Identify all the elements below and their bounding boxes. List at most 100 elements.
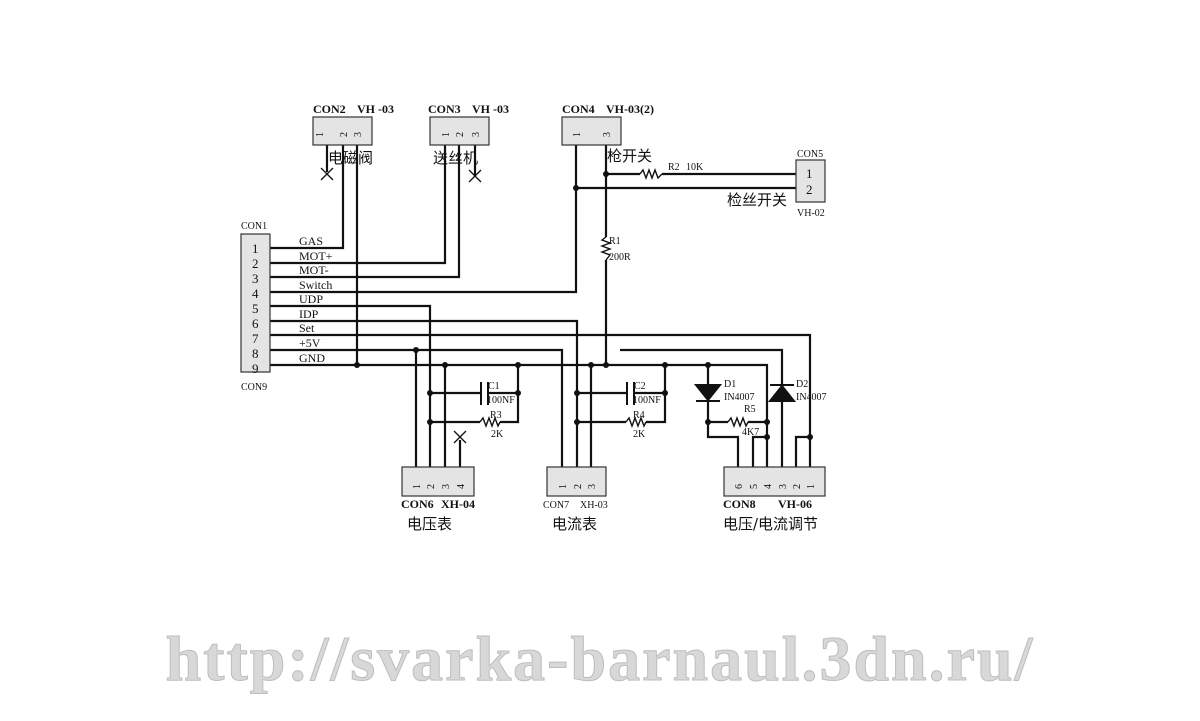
r5-ref: R5 <box>744 404 756 415</box>
con6-type: XH-04 <box>441 497 475 511</box>
watermark: http://svarka-barnaul.3dn.ru/ <box>166 623 1035 694</box>
con8-type: VH-06 <box>778 497 812 511</box>
r1-value: 200R <box>609 252 631 263</box>
con3-connector: CON3 VH -03 1 2 3 送丝机 <box>428 102 509 167</box>
d2-ref: D2 <box>796 379 808 390</box>
con4-connector: CON4 VH-03(2) 1 3 枪开关 <box>561 102 654 165</box>
con7-pin: 2 <box>573 484 584 489</box>
signal-label: MOT+ <box>299 249 333 263</box>
con1-pin: 9 <box>252 361 259 376</box>
con7-pin: 1 <box>558 484 569 489</box>
d1-value: IN4007 <box>724 392 755 403</box>
r2-symbol <box>639 168 663 180</box>
con8-pin: 5 <box>749 484 760 489</box>
con4-name: CON4 <box>562 102 595 116</box>
con1-pin: 3 <box>252 271 259 286</box>
d1-symbol <box>693 384 723 402</box>
con7-label: 电流表 <box>552 515 597 533</box>
capacitors <box>480 382 635 405</box>
signal-label: GND <box>299 351 325 365</box>
c2-symbol <box>626 382 635 405</box>
con8-pin: 2 <box>792 484 803 489</box>
r1-symbol <box>600 236 612 261</box>
con3-type: VH -03 <box>472 102 509 116</box>
con4-type: VH-03(2) <box>606 102 654 116</box>
r4-symbol <box>625 416 647 428</box>
con1-pin: 4 <box>252 286 259 301</box>
con8-pin: 3 <box>778 484 789 489</box>
d2-symbol <box>767 384 797 402</box>
con2-name: CON2 <box>313 102 346 116</box>
con1-pin: 8 <box>252 346 259 361</box>
con6-pin: 1 <box>412 484 423 489</box>
con4-pin: 1 <box>572 132 583 137</box>
con2-pin: 2 <box>339 132 350 137</box>
con8-pin: 6 <box>734 484 745 489</box>
con3-pin: 1 <box>441 132 452 137</box>
d2-value: IN4007 <box>796 392 827 403</box>
c1-symbol <box>480 382 489 405</box>
con5-connector: CON5 1 2 VH-02 检丝开关 <box>727 149 826 219</box>
con3-label: 送丝机 <box>433 149 478 167</box>
con3-pin: 3 <box>471 132 482 137</box>
no-connect-marks <box>320 167 482 444</box>
c1-value: 100NF <box>487 395 515 406</box>
r3-ref: R3 <box>490 410 502 421</box>
con7-name: CON7 <box>543 500 569 511</box>
signal-label: +5V <box>299 336 321 350</box>
r4-value: 2K <box>633 429 646 440</box>
r1-ref: R1 <box>609 236 621 247</box>
con1-name: CON1 <box>241 221 267 232</box>
con6-pin: 4 <box>456 484 467 489</box>
con6-name: CON6 <box>401 497 434 511</box>
r3-value: 2K <box>491 429 504 440</box>
con8-pin: 1 <box>806 484 817 489</box>
con8-name: CON8 <box>723 497 756 511</box>
wires <box>270 145 812 467</box>
con2-pin: 1 <box>315 132 326 137</box>
c2-ref: C2 <box>634 381 646 392</box>
con5-type: VH-02 <box>797 208 825 219</box>
signal-label: Switch <box>299 278 332 292</box>
con3-name: CON3 <box>428 102 461 116</box>
con5-pin: 2 <box>806 182 813 197</box>
con5-name: CON5 <box>797 149 823 160</box>
con8-connector: 6 5 4 3 2 1 CON8 VH-06 电压/电流调节 <box>723 466 826 533</box>
con7-connector: 1 2 3 CON7 XH-03 电流表 <box>543 466 608 533</box>
component-labels: R1 200R R2 10K R3 2K R4 2K R5 4K7 C1 100… <box>487 162 827 440</box>
d1-ref: D1 <box>724 379 736 390</box>
junction-dots <box>354 171 813 440</box>
r3-symbol <box>479 416 501 428</box>
con6-label: 电压表 <box>407 515 452 533</box>
con5-label: 检丝开关 <box>727 191 787 209</box>
con2-pin: 3 <box>353 132 364 137</box>
c2-value: 100NF <box>633 395 661 406</box>
con2-connector: CON2 VH -03 1 2 3 电磁阀 <box>312 102 394 167</box>
diodes <box>693 384 797 402</box>
con4-label: 枪开关 <box>607 147 652 165</box>
con2-type: VH -03 <box>357 102 394 116</box>
signal-label: MOT- <box>299 263 329 277</box>
con1-pin: 1 <box>252 241 259 256</box>
r4-ref: R4 <box>633 410 645 421</box>
con1-pin: 5 <box>252 301 259 316</box>
r5-value: 4K7 <box>742 427 759 438</box>
con1-footer: CON9 <box>241 382 267 393</box>
con7-type: XH-03 <box>580 500 608 511</box>
con5-pin: 1 <box>806 166 813 181</box>
r2-value: 10K <box>686 162 704 173</box>
signal-label: UDP <box>299 292 323 306</box>
con6-connector: 1 2 3 4 CON6 XH-04 电压表 <box>401 466 475 533</box>
con8-label: 电压/电流调节 <box>723 515 818 533</box>
c1-ref: C1 <box>488 381 500 392</box>
con3-pin: 2 <box>455 132 466 137</box>
con4-pin: 3 <box>602 132 613 137</box>
signal-label: IDP <box>299 307 319 321</box>
r2-ref: R2 <box>668 162 680 173</box>
con1-pin: 2 <box>252 256 259 271</box>
signal-label: Set <box>299 321 315 335</box>
con6-pin: 3 <box>441 484 452 489</box>
r5-symbol <box>727 416 749 428</box>
con7-pin: 3 <box>587 484 598 489</box>
